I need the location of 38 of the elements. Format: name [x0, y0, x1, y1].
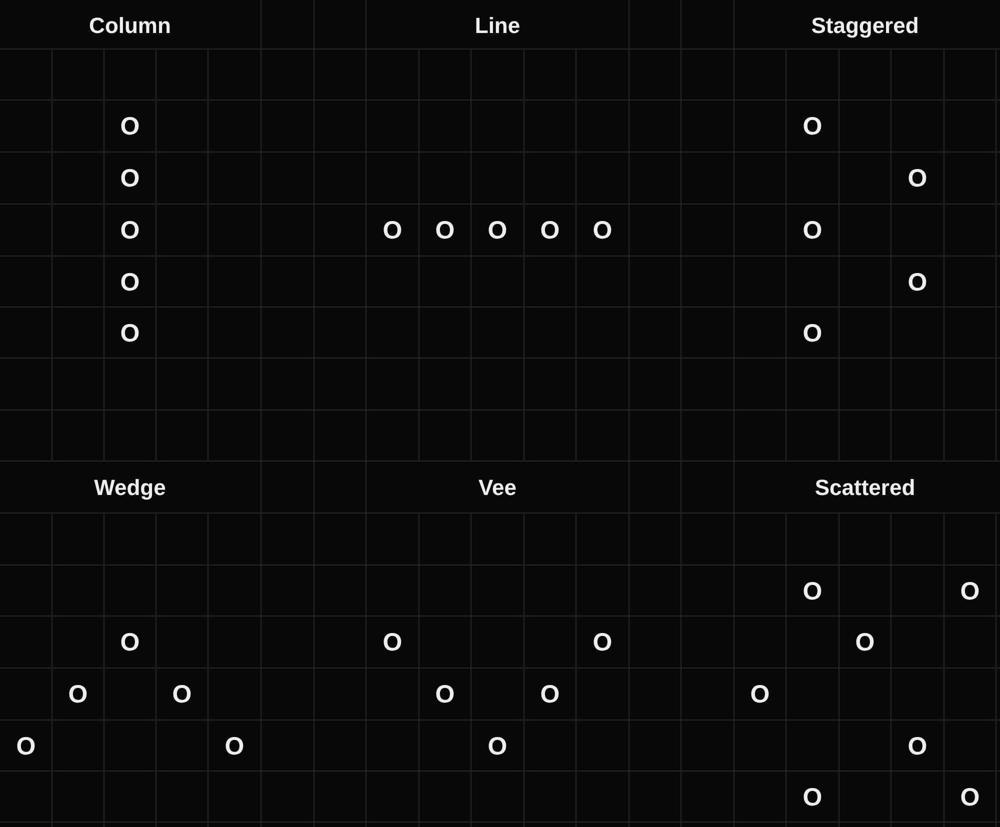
position-marker: O: [592, 218, 612, 244]
position-marker: O: [855, 630, 875, 656]
position-marker: O: [592, 630, 612, 656]
position-marker: O: [960, 579, 980, 604]
position-marker: O: [172, 682, 192, 708]
position-marker: O: [382, 218, 402, 244]
position-marker: O: [802, 321, 822, 346]
position-marker: O: [382, 630, 402, 656]
position-marker: O: [120, 630, 140, 656]
position-marker: O: [488, 218, 508, 244]
position-marker: O: [488, 734, 508, 759]
position-marker: O: [224, 734, 244, 759]
position-marker: O: [802, 579, 822, 604]
position-marker: O: [120, 321, 140, 346]
position-marker: O: [540, 682, 560, 708]
position-marker: O: [435, 682, 455, 708]
position-marker: O: [908, 270, 928, 295]
position-marker: O: [908, 734, 928, 759]
position-marker: O: [68, 682, 88, 708]
position-marker: O: [120, 114, 140, 140]
formation-title: Wedge: [94, 477, 166, 499]
position-marker: O: [802, 114, 822, 140]
position-marker: O: [435, 218, 455, 244]
formation-title: Line: [474, 14, 520, 36]
formation-title: Vee: [478, 477, 516, 499]
position-marker: O: [120, 166, 140, 192]
position-marker: O: [960, 785, 980, 810]
formation-title: Column: [89, 14, 171, 36]
position-marker: O: [802, 785, 822, 810]
position-marker: O: [120, 270, 140, 295]
position-marker: O: [750, 682, 770, 708]
position-marker: O: [120, 218, 140, 244]
position-marker: O: [908, 166, 928, 192]
position-marker: O: [802, 218, 822, 244]
position-marker: O: [16, 734, 36, 759]
formation-title: Staggered: [811, 14, 919, 36]
position-marker: O: [540, 218, 560, 244]
formation-title: Scattered: [814, 477, 916, 499]
